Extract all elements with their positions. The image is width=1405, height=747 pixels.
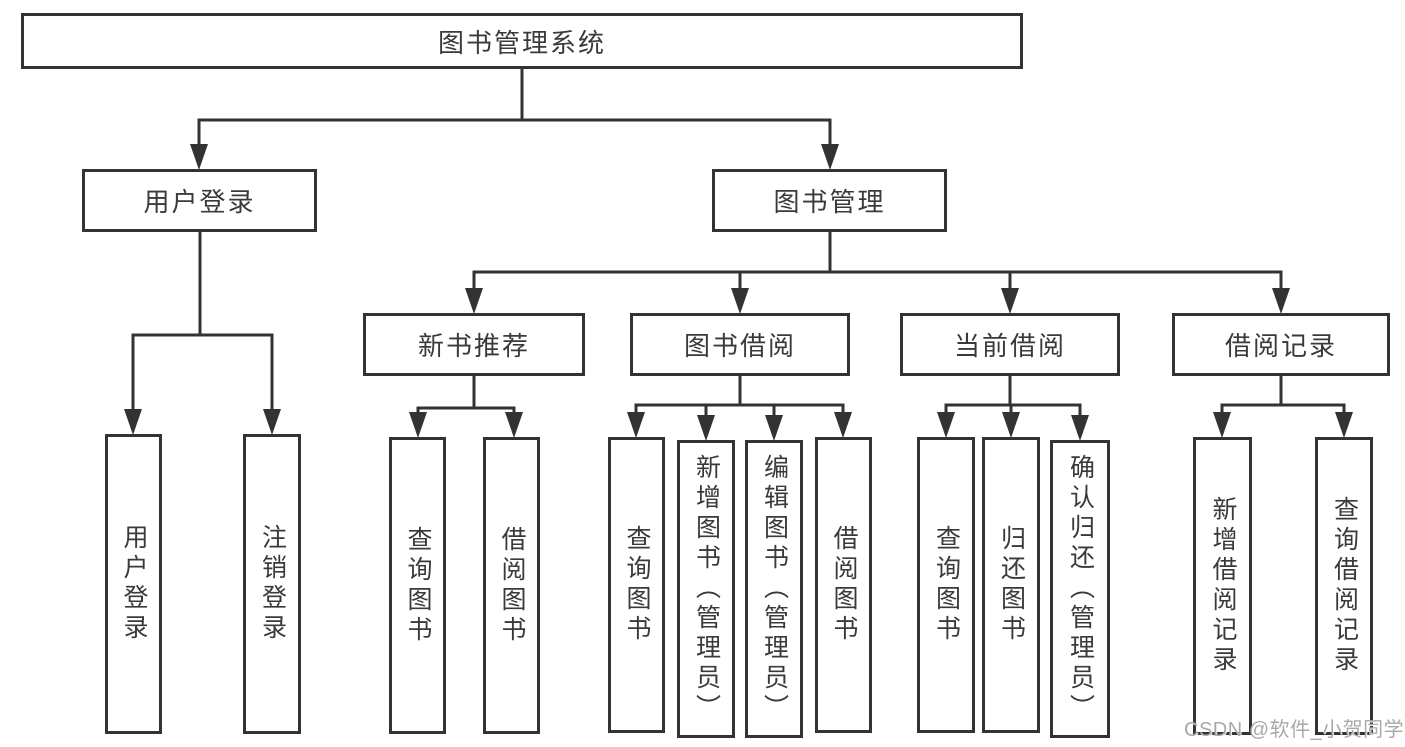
- leaf-query-books-recommend: 查询图书: [389, 437, 446, 734]
- leaf-user-login: 用户登录: [105, 434, 162, 734]
- arrow-down-icon: [124, 409, 281, 435]
- leaf-add-borrow-record: 新增借阅记录: [1193, 437, 1252, 735]
- node-borrow-records: 借阅记录: [1172, 313, 1390, 376]
- connector-current-borrow-to-leaves: [937, 376, 1089, 441]
- node-current-borrow: 当前借阅: [900, 313, 1120, 376]
- leaf-query-borrow-record: 查询借阅记录: [1315, 437, 1373, 735]
- leaf-query-books-current: 查询图书: [917, 437, 975, 733]
- node-new-book-recommend: 新书推荐: [363, 313, 585, 376]
- arrow-down-icon: [190, 144, 839, 170]
- leaf-query-books-borrow: 查询图书: [608, 437, 665, 733]
- arrow-down-icon: [1213, 412, 1353, 438]
- arrow-down-icon: [937, 412, 1089, 441]
- node-user-login: 用户登录: [82, 169, 317, 232]
- leaf-edit-books-admin: 编辑图书（管理员）: [745, 440, 803, 738]
- watermark: CSDN @软件_小贺同学: [1184, 719, 1405, 741]
- node-book-borrow: 图书借阅: [630, 313, 850, 376]
- node-book-management: 图书管理: [712, 169, 947, 232]
- arrow-down-icon: [465, 288, 1290, 314]
- leaf-borrow-books: 借阅图书: [815, 437, 872, 733]
- leaf-borrow-books-recommend: 借阅图书: [483, 437, 540, 734]
- connector-borrow-records-to-leaves: [1213, 376, 1353, 438]
- leaf-logout: 注销登录: [243, 434, 301, 734]
- connector-new-book-rec-to-leaves: [409, 376, 523, 438]
- arrow-down-icon: [409, 412, 523, 438]
- connector-user-login-to-leaves: [124, 232, 281, 435]
- leaf-add-books-admin: 新增图书（管理员）: [677, 440, 735, 738]
- connector-book-borrow-to-leaves: [627, 376, 852, 441]
- connector-book-mgmt-to-level3: [465, 232, 1290, 314]
- leaf-confirm-return-admin: 确认归还（管理员）: [1050, 440, 1110, 738]
- leaf-return-books: 归还图书: [982, 437, 1040, 733]
- node-root-system: 图书管理系统: [21, 13, 1023, 69]
- connector-root-to-level2: [190, 69, 839, 170]
